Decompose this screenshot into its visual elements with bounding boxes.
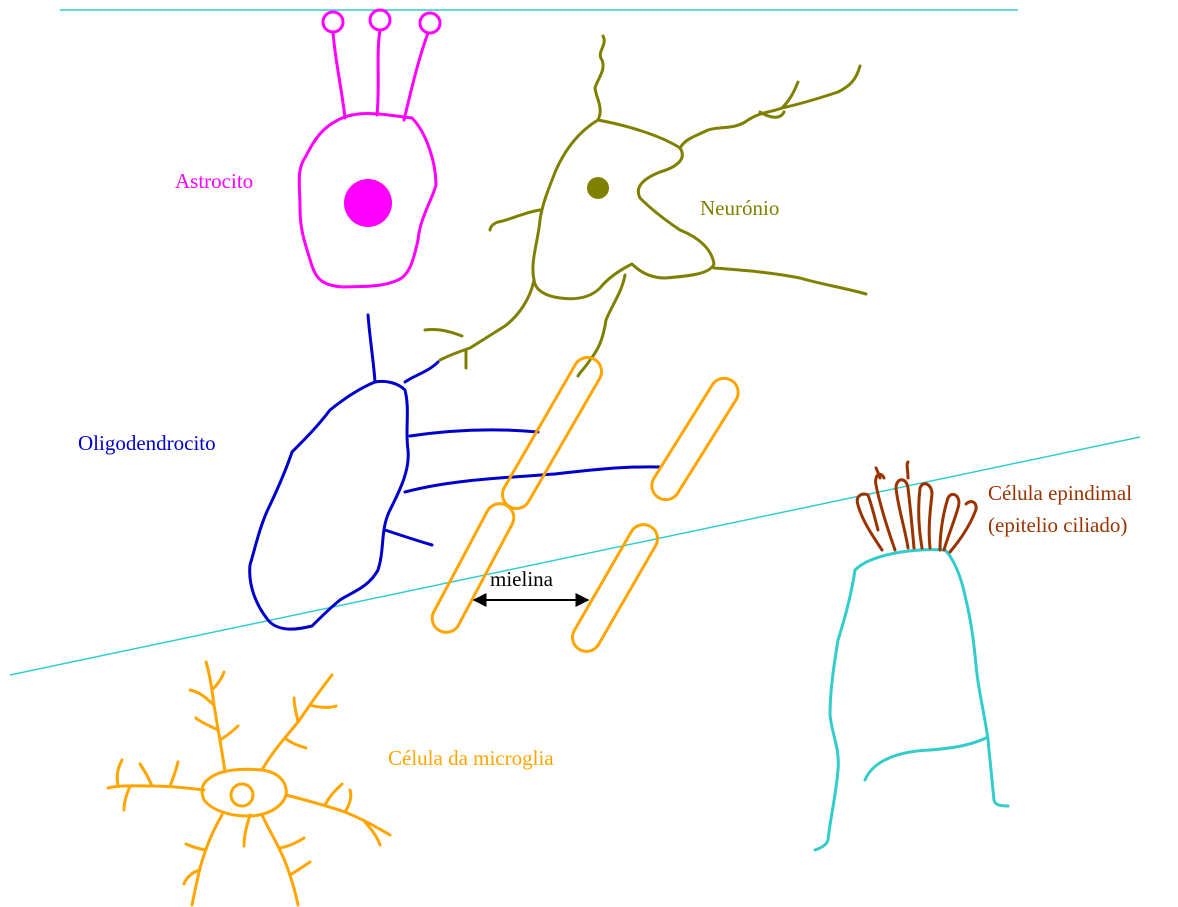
microglia-process-down-left (192, 815, 222, 905)
microglia-branch-6 (310, 705, 336, 707)
neuron-body (533, 120, 714, 299)
cilium-1 (857, 494, 882, 550)
astrocyte-process-3 (404, 33, 428, 120)
microglia-branch-19 (244, 815, 250, 846)
microglia-process-right (286, 795, 390, 835)
microglia-branch-15 (186, 844, 205, 850)
microglia-branch-9 (170, 762, 178, 786)
astrocyte-endfoot-2 (370, 10, 390, 30)
microglia-branch-14 (325, 784, 342, 805)
neuron-dendrite-branch-2 (760, 112, 784, 117)
microglia-branch-11 (117, 760, 122, 786)
microglia-cell (108, 662, 390, 905)
mielina-label: mielina (490, 567, 554, 591)
microglia-nucleus (231, 784, 253, 806)
cilium-3 (896, 480, 914, 548)
microglia-branch-8 (140, 764, 152, 786)
oligodendrocyte-body (250, 381, 409, 629)
cilium-6 (950, 502, 976, 552)
neuron-axon-lower (578, 275, 625, 376)
microglia-branch-3 (220, 726, 238, 740)
astrocyte-endfoot-3 (420, 13, 440, 33)
microglia-process-left (108, 786, 204, 790)
boundary-lines (10, 10, 1140, 675)
ependymal-left-wall (815, 570, 855, 850)
neuron-axon-left-branch (425, 329, 462, 336)
myelin-segment-2 (647, 373, 744, 505)
celula-epindimal-label-line2: (epitelio ciliado) (988, 513, 1127, 537)
microglia-branch-10 (124, 786, 130, 810)
microglia-branch-1 (196, 718, 218, 730)
neuron-dendrite-right (714, 268, 866, 294)
ependymal-cell (815, 462, 1008, 850)
oligodendrocyte-process-to-axon (405, 362, 438, 382)
microglia-branch-17 (280, 838, 304, 848)
microglia-branch-12 (345, 790, 351, 812)
microglia-label: Célula da microglia (388, 746, 554, 770)
neuron-cell (425, 36, 866, 376)
ependymal-body (855, 550, 1008, 806)
microglia-branch-2 (190, 690, 214, 705)
astrocyte-nucleus (344, 179, 392, 227)
microglia-branch-5 (294, 698, 298, 722)
cilium-tip-2 (907, 462, 908, 478)
oligodendrocyte-process-1 (410, 430, 538, 436)
neuron-axon (440, 280, 534, 360)
neuron-nucleus (587, 177, 609, 199)
neuronio-label: Neurónio (700, 196, 779, 220)
neuron-dendrite-top (595, 36, 604, 120)
astrocyte-process-1 (333, 32, 345, 118)
neuron-dendrite-left (490, 210, 540, 230)
oligodendrocyte-process-2 (405, 467, 660, 492)
cilium-2 (876, 474, 895, 550)
astrocito-label: Astrocito (175, 169, 253, 193)
oligodendrocyte-process-3 (385, 530, 432, 545)
microglia-branch-7 (285, 738, 306, 748)
myelin-segments (427, 352, 743, 656)
astrocyte-cell (299, 10, 440, 287)
myelin-segment-1 (497, 352, 606, 513)
microglia-body (202, 769, 286, 816)
microglia-process-down-right (262, 815, 298, 905)
cilium-4 (919, 484, 932, 548)
oligodendrocito-label: Oligodendrocito (78, 431, 216, 455)
astrocyte-endfoot-1 (323, 12, 343, 32)
astrocyte-process-2 (377, 30, 380, 115)
oligodendrocyte-process-top (368, 315, 375, 382)
neuron-dendrite-upper-right (680, 66, 860, 148)
celula-epindimal-label-line1: Célula epindimal (988, 481, 1132, 505)
cilium-5 (940, 494, 959, 550)
microglia-branch-4 (212, 672, 224, 690)
ependymal-inner-curve (865, 737, 988, 780)
microglia-branch-18 (290, 862, 310, 875)
